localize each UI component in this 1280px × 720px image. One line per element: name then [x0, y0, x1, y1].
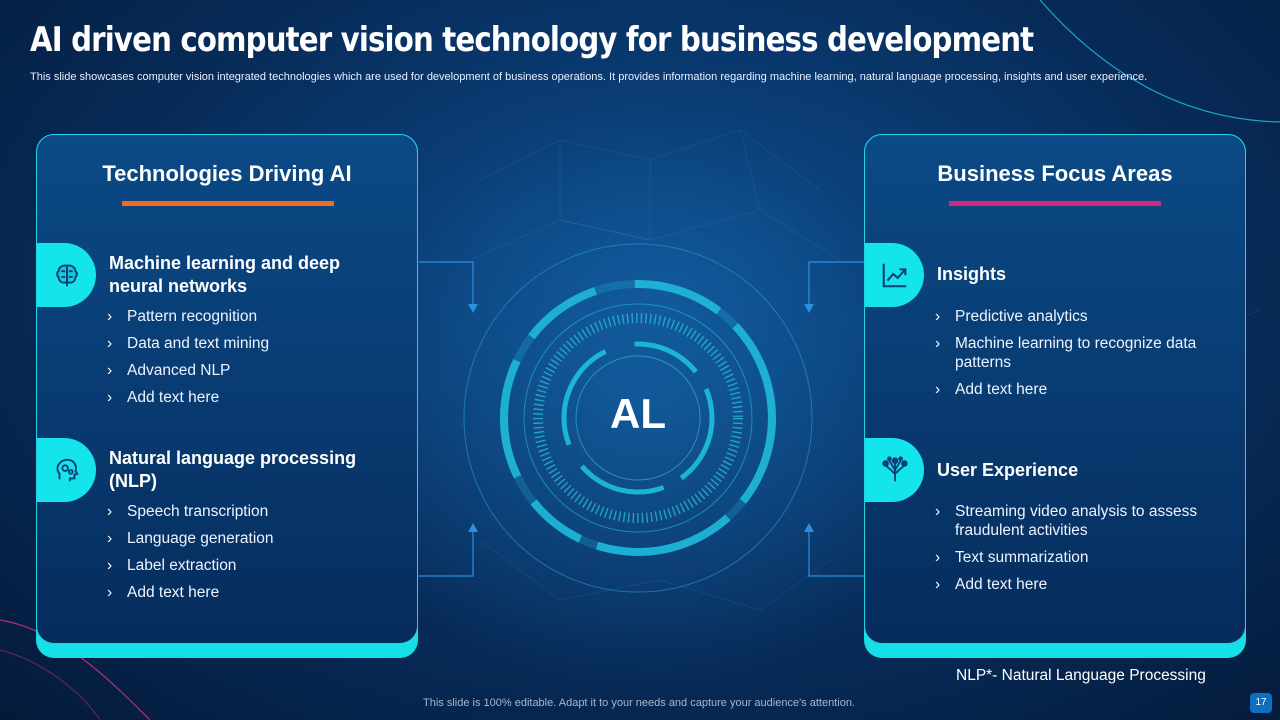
list-item: Pattern recognition — [107, 307, 407, 326]
list-item: Add text here — [107, 388, 407, 407]
center-label: AL — [610, 390, 666, 437]
list-item: Label extraction — [107, 556, 407, 575]
business-focus-panel-card: Business Focus Areas Insights Predictive… — [864, 134, 1246, 644]
list-item: Data and text mining — [107, 334, 407, 353]
slide-subtitle: This slide showcases computer vision int… — [30, 71, 1148, 83]
list-item: Streaming video analysis to assess fraud… — [935, 502, 1235, 540]
list-item: Machine learning to recognize data patte… — [935, 334, 1235, 372]
bullet-list: Predictive analytics Machine learning to… — [935, 307, 1235, 407]
list-item: Text summarization — [935, 548, 1235, 567]
panel-heading: Technologies Driving AI — [102, 161, 352, 186]
footnote: NLP*- Natural Language Processing — [956, 667, 1206, 684]
technologies-panel: Technologies Driving AI Machine learning… — [36, 134, 418, 658]
section-title: Insights — [937, 264, 1007, 284]
trend-chart-icon — [865, 243, 924, 307]
page-number: 17 — [1250, 693, 1272, 713]
list-item: Advanced NLP — [107, 361, 407, 380]
brain-icon — [37, 243, 96, 307]
network-tree-icon — [865, 438, 924, 502]
section-title: Machine learning and deep neural network… — [109, 253, 341, 296]
bullet-list: Streaming video analysis to assess fraud… — [935, 502, 1235, 602]
gears-head-icon — [37, 438, 96, 502]
list-item: Speech transcription — [107, 502, 407, 521]
bullet-list: Pattern recognition Data and text mining… — [107, 307, 407, 415]
list-item: Add text here — [935, 380, 1235, 399]
section-title: User Experience — [937, 460, 1079, 480]
bullet-list: Speech transcription Language generation… — [107, 502, 407, 610]
technologies-panel-card: Technologies Driving AI Machine learning… — [36, 134, 418, 644]
footer-text: This slide is 100% editable. Adapt it to… — [423, 697, 855, 709]
list-item: Add text here — [107, 583, 407, 602]
section-title: Natural language processing (NLP) — [109, 448, 357, 491]
heading-underline — [949, 201, 1161, 206]
list-item: Predictive analytics — [935, 307, 1235, 326]
list-item: Add text here — [935, 575, 1235, 594]
heading-underline — [122, 201, 334, 206]
slide-title: AI driven computer vision technology for… — [30, 20, 1034, 60]
panel-heading: Business Focus Areas — [937, 161, 1173, 186]
business-focus-panel: Business Focus Areas Insights Predictive… — [864, 134, 1246, 658]
list-item: Language generation — [107, 529, 407, 548]
